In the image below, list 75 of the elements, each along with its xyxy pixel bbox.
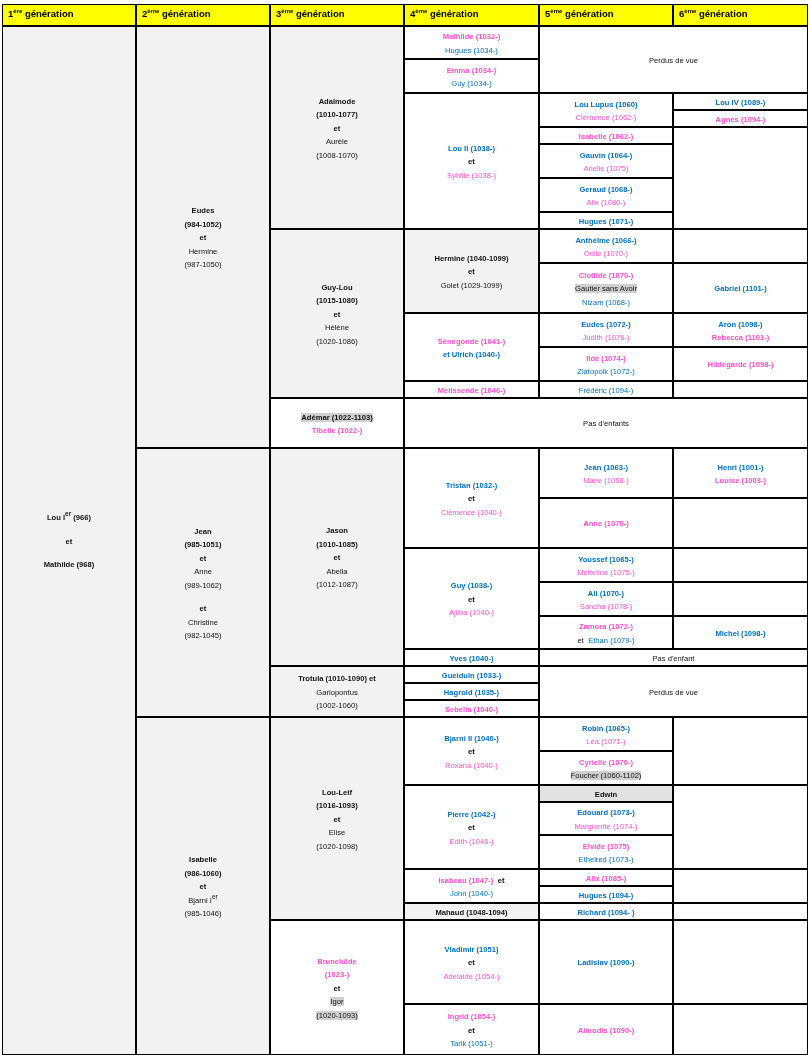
family-cell (539, 313, 673, 347)
column-header: 5$^{ème}$ génération (539, 4, 673, 26)
empty-cell (673, 717, 808, 785)
family-cell (539, 178, 673, 212)
family-cell (539, 1004, 673, 1055)
family-cell (404, 683, 539, 700)
family-cell (270, 398, 404, 448)
family-cell (404, 869, 539, 903)
family-cell (2, 26, 136, 1055)
family-cell (539, 751, 673, 785)
family-cell (539, 448, 673, 498)
family-cell (539, 229, 673, 263)
family-cell (270, 920, 404, 1055)
family-cell (404, 785, 539, 869)
family-cell (539, 886, 673, 903)
family-cell (539, 582, 673, 616)
family-cell (539, 212, 673, 229)
family-cell (539, 649, 808, 666)
family-cell (404, 93, 539, 229)
empty-cell (673, 869, 808, 903)
family-cell (539, 26, 808, 93)
family-cell (404, 381, 539, 398)
family-cell (539, 920, 673, 1004)
family-cell (270, 717, 404, 920)
family-cell (270, 26, 404, 229)
column-header: 3$^{ème}$ génération (270, 4, 404, 26)
family-cell (539, 903, 673, 920)
family-cell (270, 666, 404, 717)
family-cell (539, 616, 673, 649)
family-cell (404, 1004, 539, 1055)
family-cell (539, 127, 673, 144)
family-cell (539, 144, 673, 178)
family-cell (404, 666, 539, 683)
family-cell (404, 649, 539, 666)
family-cell (539, 381, 673, 398)
column-header: 4$^{ème}$ génération (404, 4, 539, 26)
family-cell (539, 785, 673, 802)
family-cell (673, 313, 808, 347)
family-cell (539, 835, 673, 869)
family-cell (404, 229, 539, 313)
family-cell (539, 548, 673, 582)
family-cell (270, 229, 404, 398)
empty-cell (673, 127, 808, 229)
family-cell (404, 903, 539, 920)
family-cell (539, 802, 673, 835)
family-cell (673, 263, 808, 313)
family-cell (539, 869, 673, 886)
family-cell (404, 920, 539, 1004)
family-cell (404, 548, 539, 649)
family-cell (404, 717, 539, 785)
family-cell (673, 448, 808, 498)
family-cell (270, 448, 404, 666)
family-cell (673, 347, 808, 381)
family-cell (539, 498, 673, 548)
column-header: 1$^{ère}$ génération (2, 4, 136, 26)
family-cell (673, 616, 808, 649)
family-cell (539, 347, 673, 381)
family-cell (404, 700, 539, 717)
family-cell (404, 26, 539, 59)
family-cell (404, 398, 808, 448)
family-cell (404, 448, 539, 548)
empty-cell (673, 785, 808, 869)
family-cell (673, 110, 808, 127)
family-cell (539, 666, 808, 717)
family-cell (136, 448, 270, 717)
column-header: 6$^{ème}$ génération (673, 4, 808, 26)
family-cell (404, 313, 539, 381)
family-cell (404, 59, 539, 93)
family-cell (673, 93, 808, 110)
family-cell (539, 263, 673, 313)
family-cell (136, 26, 270, 448)
family-cell (539, 93, 673, 127)
family-cell (539, 717, 673, 751)
family-cell (136, 717, 270, 1055)
column-header: 2$^{ème}$ génération (136, 4, 270, 26)
